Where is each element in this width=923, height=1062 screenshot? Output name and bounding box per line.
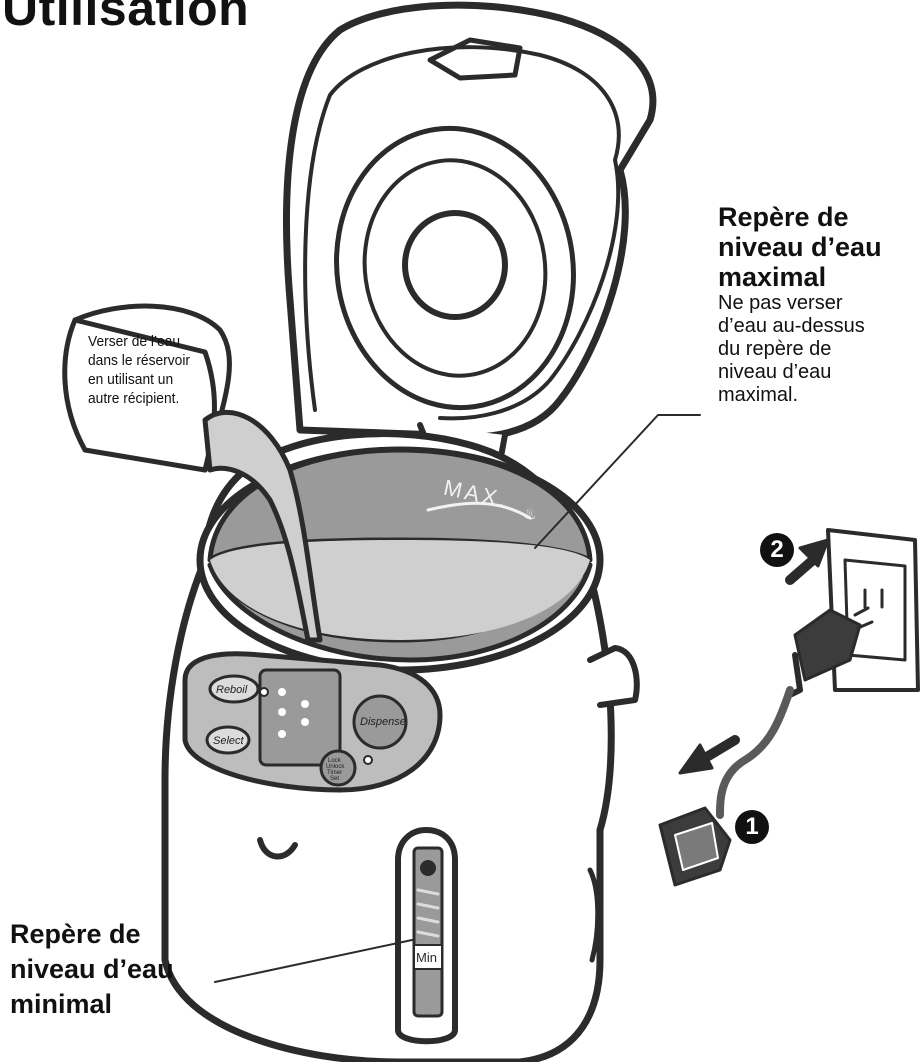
wall-outlet — [826, 528, 920, 692]
max-level-mark — [426, 501, 532, 520]
arrow-unplug — [700, 735, 740, 763]
control-panel — [182, 651, 443, 793]
min-leader-line — [214, 939, 413, 983]
reboil-button[interactable]: Reboil — [216, 684, 248, 696]
max-heading-line: niveau d’eau — [718, 232, 882, 262]
max-body-line: Ne pas verser — [718, 292, 843, 314]
lock-button-line-4[interactable]: Set — [330, 776, 339, 782]
pour-note-line: Verser de l’eau — [88, 333, 181, 350]
power-cord — [716, 686, 794, 819]
tank-fill-icon: ♨ — [521, 505, 539, 525]
pour-note-line: dans le réservoir — [88, 352, 191, 369]
min-heading-line: minimal — [10, 989, 113, 1019]
dispense-button[interactable]: Dispense — [360, 716, 406, 728]
max-leader-line — [534, 414, 701, 549]
pouring-vessel — [62, 303, 323, 643]
min-heading-line: niveau d’eau — [10, 954, 174, 984]
select-button[interactable]: Select — [213, 735, 245, 747]
open-lid — [283, 1, 657, 441]
arrow-into-outlet — [785, 555, 818, 585]
page-title: Utilisation — [2, 0, 250, 36]
lock-button-line-1[interactable]: Lock — [328, 758, 342, 764]
water-stream — [202, 409, 323, 643]
max-heading-line: maximal — [718, 262, 827, 292]
pour-note-line: en utilisant un — [88, 371, 174, 388]
max-level-callout: Repère de niveau d’eau maximal Ne pas ve… — [718, 202, 918, 407]
min-level-callout: Repère de niveau d’eau minimal — [10, 917, 240, 1022]
lock-button-line-3[interactable]: Timer — [327, 770, 342, 776]
max-body-line: du repère de — [718, 338, 832, 360]
min-heading-line: Repère de — [10, 919, 141, 949]
max-heading-line: Repère de — [718, 202, 849, 232]
side-handle — [587, 645, 640, 708]
spout-base — [257, 837, 298, 860]
pour-note-line: autre récipient. — [88, 390, 180, 407]
max-body-line: niveau d’eau — [718, 361, 832, 383]
max-body-line: maximal. — [718, 384, 799, 406]
pour-water-note: Verser de l’eau dans le réservoir en uti… — [88, 332, 203, 408]
water-level-gauge — [395, 827, 458, 1045]
step-2-badge: 2 — [760, 533, 794, 567]
gauge-min-label: Min — [416, 950, 437, 965]
step-1-badge: 1 — [735, 810, 769, 844]
max-body-line: d’eau au-dessus — [718, 315, 865, 337]
lock-button-line-2[interactable]: Unlock — [326, 764, 345, 770]
power-plug — [716, 606, 874, 819]
